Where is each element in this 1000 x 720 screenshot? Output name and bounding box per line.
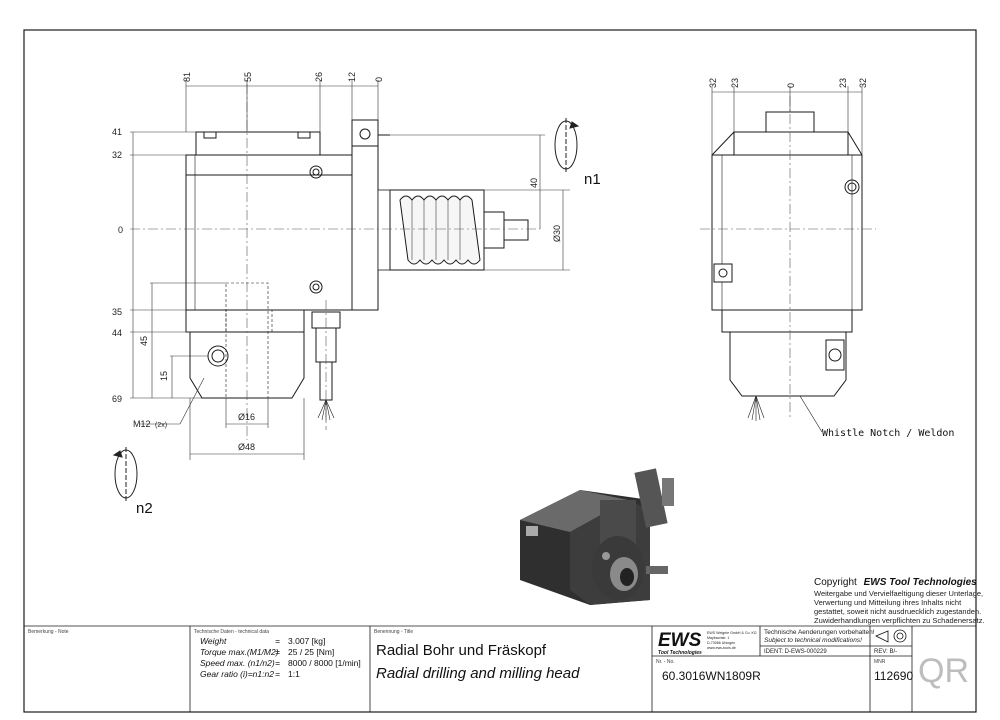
front-centerlines bbox=[130, 84, 540, 440]
dim-top-55: 55 bbox=[243, 72, 253, 82]
tech-sep: = bbox=[275, 669, 280, 679]
dim-top-0: 0 bbox=[374, 77, 384, 82]
side-dim-23-right: 23 bbox=[838, 78, 848, 88]
dim-left-32: 32 bbox=[112, 150, 122, 160]
part-number-label: Nr. - No. bbox=[656, 659, 675, 665]
copyright-line: Weitergabe und Vervielfaeltigung dieser … bbox=[814, 589, 983, 598]
company-line: EWS Weigele GmbH & Co. KG bbox=[707, 631, 757, 635]
label-n1: n1 bbox=[584, 171, 601, 188]
mnr-label: MNR bbox=[874, 659, 886, 665]
tech-value: 1:1 bbox=[288, 669, 300, 679]
company-line: D-73066 Uhingen bbox=[707, 641, 735, 645]
side-dimension-text: 32 23 0 23 32 bbox=[708, 78, 868, 88]
svg-text:Copyright EWS Tool Techn: Copyright EWS Tool Technologies bbox=[814, 577, 977, 588]
side-centerlines bbox=[700, 96, 876, 420]
dim-right-40: 40 bbox=[529, 178, 539, 188]
tech-key: Speed max. (n1/n2) bbox=[200, 658, 275, 668]
label-n2: n2 bbox=[136, 500, 153, 517]
tech-value: 25 / 25 [Nm] bbox=[288, 647, 334, 657]
dim-right-d30: Ø30 bbox=[552, 225, 562, 242]
side-dim-0: 0 bbox=[786, 83, 796, 88]
logo-subtext: Tool Technologies bbox=[658, 650, 702, 656]
copyright-line: gestattet, soweit nicht ausdruecklich zu… bbox=[814, 607, 981, 616]
dim-d16: Ø16 bbox=[238, 412, 255, 422]
copyright-block: Copyright EWS Tool Technologies Weiterga… bbox=[814, 577, 985, 625]
dim-left-15: 15 bbox=[159, 371, 169, 381]
copyright-line: Zuwiderhandlungen verpflichten zu Schade… bbox=[814, 616, 985, 625]
company-line: Maybachstr. 1 bbox=[707, 636, 729, 640]
front-view bbox=[185, 119, 529, 421]
dim-d48: Ø48 bbox=[238, 442, 255, 452]
tech-sep: = bbox=[275, 636, 280, 646]
logo-text: EWS bbox=[658, 630, 702, 651]
part-number: 60.3016WN1809R bbox=[662, 669, 761, 683]
tech-sep: = bbox=[275, 658, 280, 668]
side-dimension-lines bbox=[711, 86, 863, 155]
copyright-prefix: Copyright bbox=[814, 577, 857, 588]
sheet-border bbox=[23, 29, 977, 713]
dim-left-0: 0 bbox=[118, 225, 123, 235]
dim-left-35: 35 bbox=[112, 307, 122, 317]
ews-logo: EWS Tool Technologies bbox=[656, 629, 702, 656]
tech-value: 3.007 [kg] bbox=[288, 636, 325, 646]
change-note-en: Subject to technical modifications! bbox=[764, 637, 862, 644]
dim-left-44: 44 bbox=[112, 328, 122, 338]
company-line: www.ews-tools.de bbox=[707, 646, 736, 650]
copyright-line: Verwertung und Mitteilung ihres Inhalts … bbox=[814, 598, 962, 607]
thread-count: (2x) bbox=[155, 422, 167, 429]
dim-left-41: 41 bbox=[112, 127, 122, 137]
side-dim-32-right: 32 bbox=[858, 78, 868, 88]
copyright-brand: EWS Tool Technologies bbox=[864, 577, 978, 588]
title-english: Radial drilling and milling head bbox=[376, 665, 580, 682]
tech-data-table: Weight = 3.007 [kg] Torque max.(M1/M2) =… bbox=[200, 636, 361, 679]
dim-top-81: 81 bbox=[182, 72, 192, 82]
rotation-symbols bbox=[112, 118, 580, 501]
tech-key: Torque max.(M1/M2) bbox=[200, 647, 279, 657]
ident-number: IDENT: D-EWS-000229 bbox=[764, 649, 827, 655]
tech-data-label: Technische Daten - technical data bbox=[194, 629, 269, 635]
qr-placeholder: QR bbox=[918, 652, 969, 690]
tech-key: Weight bbox=[200, 636, 227, 646]
side-dim-23-left: 23 bbox=[730, 78, 740, 88]
projection-symbol-icon bbox=[875, 629, 907, 643]
side-view bbox=[711, 111, 863, 433]
dim-left-45: 45 bbox=[139, 336, 149, 346]
revision: REV: B/- bbox=[874, 649, 897, 655]
title-german: Radial Bohr und Fräskopf bbox=[376, 642, 547, 659]
tech-key: Gear ratio (i)=n1:n2 bbox=[200, 669, 274, 679]
tech-sep: = bbox=[275, 647, 280, 657]
note-label: Bemerkung - Note bbox=[28, 629, 69, 635]
thread-m12: M12 bbox=[133, 419, 151, 429]
tech-value: 8000 / 8000 [1/min] bbox=[288, 658, 361, 668]
dim-left-69: 69 bbox=[112, 394, 122, 404]
dim-top-26: 26 bbox=[314, 72, 324, 82]
front-dimension-lines bbox=[130, 80, 570, 460]
side-dim-32-left: 32 bbox=[708, 78, 718, 88]
mnr-number: 112690 bbox=[874, 669, 913, 683]
dim-top-12: 12 bbox=[347, 72, 357, 82]
company-address: EWS Weigele GmbH & Co. KG Maybachstr. 1 … bbox=[707, 631, 757, 650]
change-note-de: Technische Aenderungen vorbehalten! bbox=[764, 629, 875, 636]
isometric-render bbox=[520, 468, 674, 605]
front-dimension-text: 81 55 26 12 0 41 32 0 35 44 45 15 69 40 … bbox=[112, 72, 562, 452]
title-block-grid bbox=[24, 625, 976, 712]
title-label: Benennung - Title bbox=[374, 629, 413, 635]
label-whistle-notch: Whistle Notch / Weldon bbox=[822, 428, 954, 439]
